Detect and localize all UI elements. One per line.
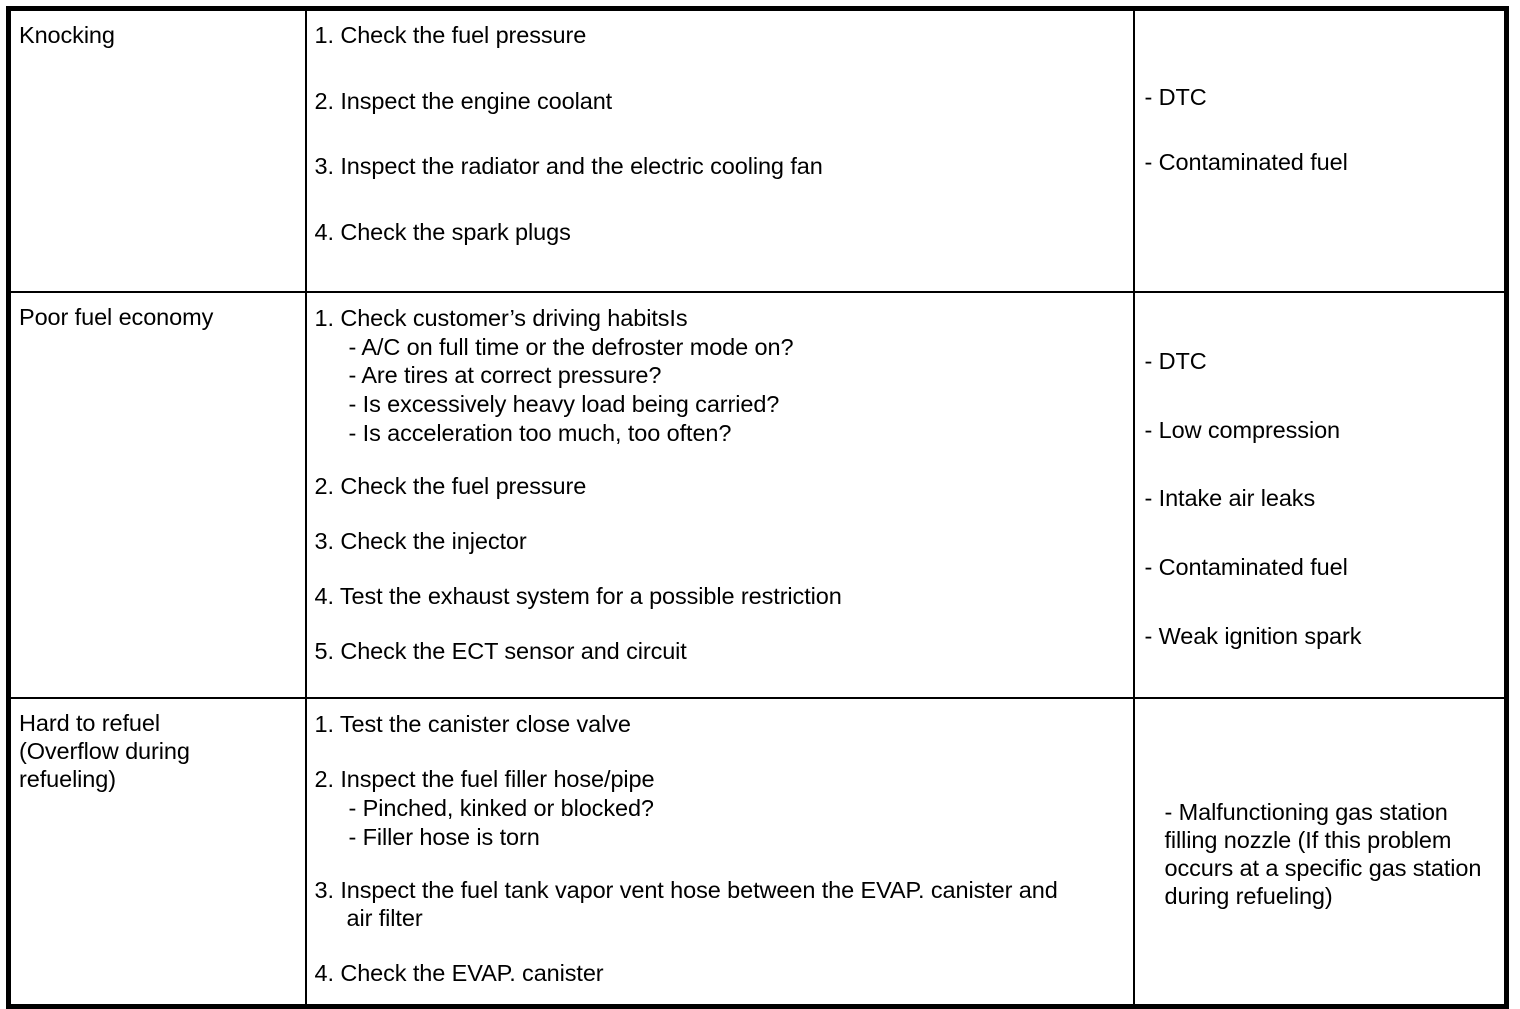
cause-item: - Contaminated fuel: [1144, 554, 1348, 581]
step-item: 4. Check the EVAP. canister: [315, 960, 1129, 988]
step-text: 1. Check customer’s driving habitsIs: [314, 304, 688, 331]
symptom-cell: Knocking: [7, 7, 307, 293]
table-row: Hard to refuel (Overflow during refuelin…: [7, 697, 1508, 1008]
step-text: 2. Inspect the fuel filler hose/pipe: [314, 766, 655, 793]
steps-list: 1. Test the canister close valve 2. Insp…: [307, 699, 1133, 993]
causes-cell: - DTC - Low compression - Intake air lea…: [1132, 290, 1508, 700]
step-text: 3. Inspect the radiator and the electric…: [314, 153, 823, 180]
table-row: Poor fuel economy 1. Check customer’s dr…: [7, 290, 1508, 700]
cause-item: - Weak ignition spark: [1144, 622, 1362, 649]
cause-item: - Contaminated fuel: [1144, 148, 1348, 175]
symptom-line: refueling): [19, 765, 116, 792]
step-text: 3. Inspect the fuel tank vapor vent hose…: [314, 877, 1058, 904]
step-text: 2. Check the fuel pressure: [314, 473, 587, 500]
step-text: 1. Test the canister close valve: [314, 711, 632, 738]
symptom-text-block: Poor fuel economy: [11, 293, 305, 338]
cause-item: - Malfunctioning gas station filling noz…: [1164, 799, 1488, 909]
step-text: 4. Test the exhaust system for a possibl…: [314, 582, 842, 609]
step-item: 4. Check the spark plugs: [315, 219, 1129, 247]
troubleshooting-table: Knocking 1. Check the fuel pressure 2. I…: [6, 6, 1509, 1009]
table-body: Knocking 1. Check the fuel pressure 2. I…: [7, 7, 1508, 1008]
symptom-line: Poor fuel economy: [19, 303, 214, 330]
table-sheet: Knocking 1. Check the fuel pressure 2. I…: [6, 6, 1509, 1009]
step-item: 3. Inspect the radiator and the electric…: [315, 153, 1129, 181]
steps-cell: 1. Test the canister close valve 2. Insp…: [304, 697, 1135, 1008]
symptom-line: (Overflow during: [19, 738, 190, 765]
cause-item: - DTC: [1144, 347, 1207, 374]
substep-text: - Pinched, kinked or blocked?: [348, 794, 654, 821]
causes-cell: - DTC - Contaminated fuel: [1132, 7, 1508, 293]
cause-item: - Intake air leaks: [1144, 485, 1316, 512]
step-continuation-text: air filter: [346, 905, 423, 932]
step-item: 2. Inspect the fuel filler hose/pipe - P…: [315, 766, 1129, 851]
step-text: 3. Check the injector: [314, 528, 527, 555]
symptom-line: Hard to refuel: [19, 710, 160, 737]
substep-text: - A/C on full time or the defroster mode…: [348, 333, 794, 360]
causes-list: - DTC - Contaminated fuel: [1135, 11, 1505, 219]
step-text: 2. Inspect the engine coolant: [314, 87, 613, 114]
step-text: 1. Check the fuel pressure: [314, 22, 587, 48]
step-item: 3. Check the injector: [315, 528, 1129, 556]
substep-text: - Are tires at correct pressure?: [348, 362, 662, 389]
causes-list: - Malfunctioning gas station filling noz…: [1135, 699, 1505, 916]
step-text: 4. Check the EVAP. canister: [314, 959, 604, 986]
causes-list: - DTC - Low compression - Intake air lea…: [1135, 293, 1505, 698]
step-item: 1. Test the canister close valve: [315, 711, 1129, 739]
step-item: 4. Test the exhaust system for a possibl…: [315, 583, 1129, 611]
substep-text: - Is acceleration too much, too often?: [348, 419, 732, 446]
cause-item: - DTC: [1144, 84, 1207, 110]
step-item: 1. Check customer’s driving habitsIs - A…: [315, 305, 1129, 448]
step-text: 5. Check the ECT sensor and circuit: [314, 637, 687, 664]
steps-list: 1. Check customer’s driving habitsIs - A…: [307, 293, 1133, 671]
table-row: Knocking 1. Check the fuel pressure 2. I…: [7, 7, 1508, 293]
step-text: 4. Check the spark plugs: [314, 219, 571, 246]
substep-text: - Is excessively heavy load being carrie…: [348, 391, 780, 418]
symptom-cell: Poor fuel economy: [7, 290, 307, 700]
step-item: 5. Check the ECT sensor and circuit: [315, 638, 1129, 666]
symptom-text-block: Knocking: [11, 11, 305, 56]
symptom-cell: Hard to refuel (Overflow during refuelin…: [7, 697, 307, 1008]
cause-item: - Low compression: [1144, 416, 1341, 443]
steps-cell: 1. Check the fuel pressure 2. Inspect th…: [304, 7, 1135, 293]
step-item: 2. Check the fuel pressure: [315, 473, 1129, 501]
symptom-line: Knocking: [19, 22, 115, 48]
steps-cell: 1. Check customer’s driving habitsIs - A…: [304, 290, 1135, 700]
causes-cell: - Malfunctioning gas station filling noz…: [1132, 697, 1508, 1008]
substep-text: - Filler hose is torn: [348, 823, 540, 850]
step-item: 1. Check the fuel pressure: [315, 22, 1129, 50]
step-item: 3. Inspect the fuel tank vapor vent hose…: [315, 877, 1129, 932]
symptom-text-block: Hard to refuel (Overflow during refuelin…: [11, 699, 305, 799]
steps-list: 1. Check the fuel pressure 2. Inspect th…: [307, 11, 1133, 291]
step-item: 2. Inspect the engine coolant: [315, 88, 1129, 116]
